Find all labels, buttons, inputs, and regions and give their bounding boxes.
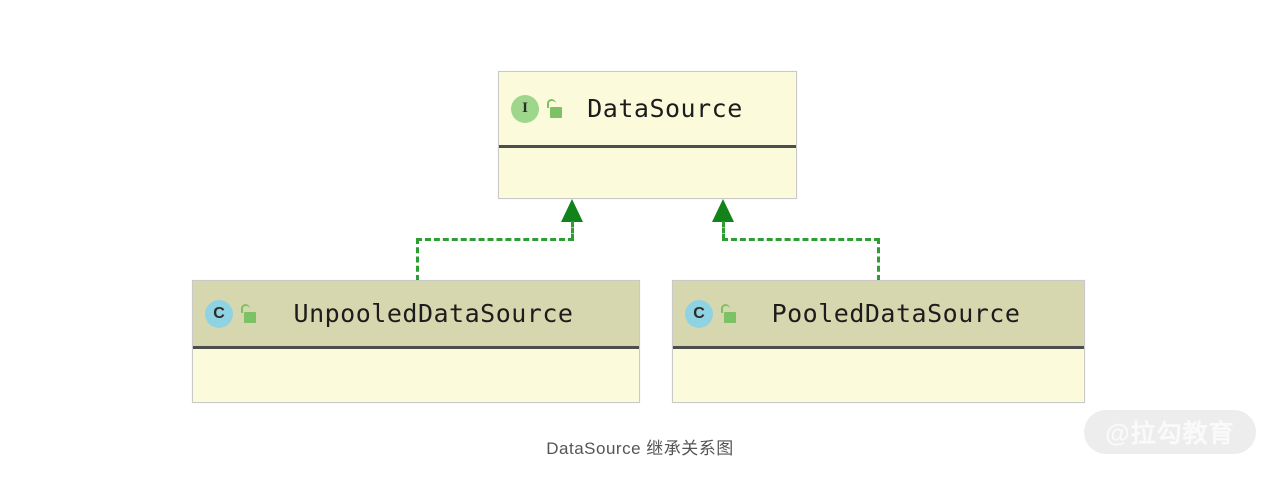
edge-segment-vertical-upper-right — [722, 221, 725, 240]
uml-node-body-pooleddatasource — [673, 349, 1084, 402]
uml-divider-unpooleddatasource — [193, 346, 639, 349]
padlock-shackle — [547, 98, 556, 108]
uml-node-pooleddatasource[interactable]: C PooledDataSource — [672, 280, 1085, 403]
inheritance-arrowhead-left — [561, 199, 583, 222]
padlock-body — [244, 311, 256, 323]
uml-node-body-unpooleddatasource — [193, 349, 639, 402]
padlock-body — [724, 311, 736, 323]
edge-segment-horizontal-right — [722, 238, 880, 241]
uml-node-header-datasource: I DataSource — [499, 72, 796, 145]
edge-segment-horizontal-left — [416, 238, 574, 241]
class-stereotype-icon: C — [685, 299, 713, 328]
padlock-body — [550, 106, 562, 118]
padlock-shackle — [721, 303, 730, 313]
uml-node-header-unpooleddatasource: C UnpooledDataSource — [193, 281, 639, 346]
interface-stereotype-icon: I — [511, 94, 539, 123]
edge-segment-vertical-lower-left — [416, 238, 419, 281]
uml-node-datasource[interactable]: I DataSource — [498, 71, 797, 199]
uml-node-body-datasource — [499, 148, 796, 198]
uml-divider-datasource — [499, 145, 796, 148]
uml-node-name-pooleddatasource: PooledDataSource — [771, 299, 1021, 328]
edge-segment-vertical-upper-left — [571, 221, 574, 240]
unlocked-padlock-icon — [240, 303, 258, 324]
uml-node-header-pooleddatasource: C PooledDataSource — [673, 281, 1084, 346]
unlocked-padlock-icon — [546, 98, 564, 119]
watermark-badge: @拉勾教育 — [1084, 410, 1256, 454]
unlocked-padlock-icon — [720, 303, 738, 324]
uml-divider-pooleddatasource — [673, 346, 1084, 349]
diagram-caption: DataSource 继承关系图 — [546, 439, 734, 458]
class-stereotype-icon: C — [205, 299, 233, 328]
uml-node-name-datasource: DataSource — [587, 94, 743, 123]
uml-node-name-unpooleddatasource: UnpooledDataSource — [293, 299, 574, 328]
inheritance-arrowhead-right — [712, 199, 734, 222]
edge-segment-vertical-lower-right — [877, 238, 880, 281]
padlock-shackle — [241, 303, 250, 313]
uml-node-unpooleddatasource[interactable]: C UnpooledDataSource — [192, 280, 640, 403]
